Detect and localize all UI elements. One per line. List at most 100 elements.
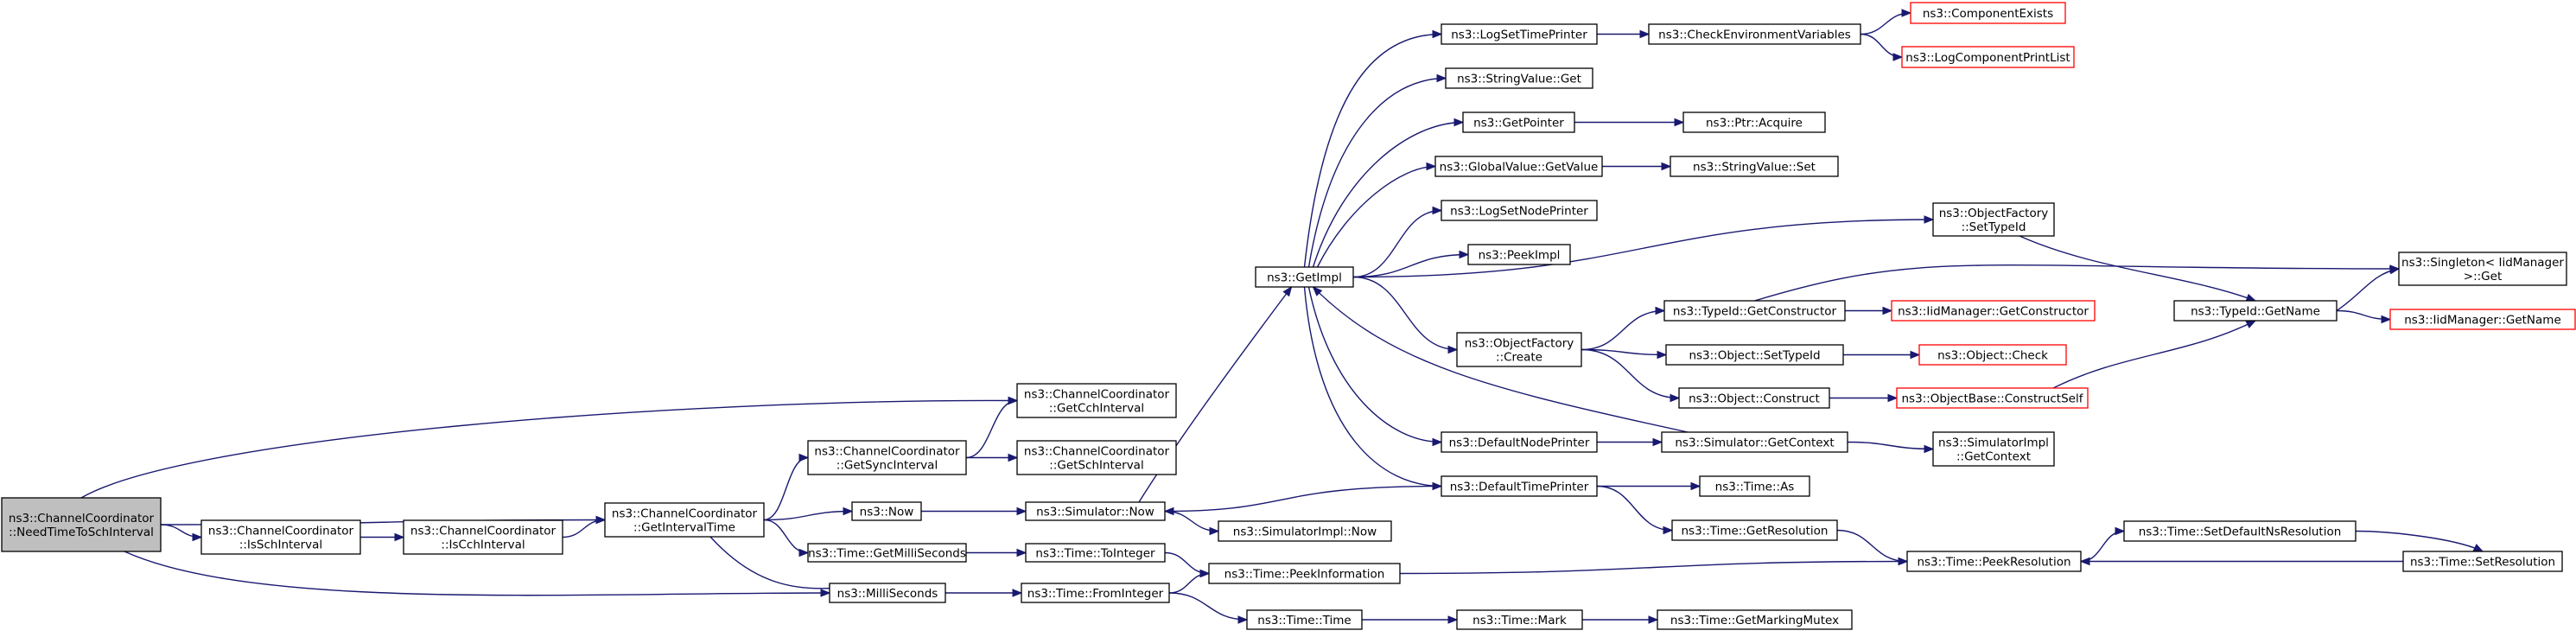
node-label: ::GetSyncInterval	[836, 459, 938, 473]
function-node-logCompPrint[interactable]: ns3::LogComponentPrintList	[1901, 46, 2075, 68]
call-edge-objSetTid-to-objCheck	[1843, 350, 1921, 360]
call-edge-objConstruct-to-obConstructSelf	[1829, 393, 1899, 403]
function-node-logSetTime[interactable]: ns3::LogSetTimePrinter	[1441, 23, 1598, 45]
call-edge-getInterval-to-getSync	[763, 453, 810, 521]
edge-line	[1581, 348, 1680, 399]
function-node-getCch[interactable]: ns3::ChannelCoordinator::GetCchInterval	[1016, 383, 1177, 418]
node-label: ns3::Time::GetMarkingMutex	[1670, 614, 1839, 627]
edge-line	[1307, 77, 1447, 268]
function-node-getMarkMutex[interactable]: ns3::Time::GetMarkingMutex	[1657, 609, 1853, 630]
function-node-logSetNode[interactable]: ns3::LogSetNodePrinter	[1441, 200, 1598, 221]
node-box	[1441, 431, 1598, 453]
node-label: ns3::ChannelCoordinator	[410, 525, 557, 538]
function-node-milliSec[interactable]: ns3::MilliSeconds	[829, 583, 946, 603]
arrowhead	[820, 589, 831, 597]
function-node-tidGetName[interactable]: ns3::TypeId::GetName	[2173, 300, 2337, 322]
arrowhead	[1426, 162, 1437, 171]
node-label: ::Create	[1496, 351, 1542, 365]
function-node-defTimePrinter[interactable]: ns3::DefaultTimePrinter	[1441, 475, 1598, 497]
function-node-getMilli[interactable]: ns3::Time::GetMilliSeconds	[807, 543, 967, 563]
edge-line	[1352, 209, 1442, 278]
node-box	[1246, 609, 1363, 630]
function-node-defNodePrinter[interactable]: ns3::DefaultNodePrinter	[1441, 431, 1598, 453]
call-edge-fromInteger-to-peekInfo	[1168, 569, 1211, 594]
node-box	[1918, 344, 2067, 366]
arrowhead	[1436, 73, 1447, 83]
function-node-getImpl[interactable]: ns3::GetImpl	[1255, 266, 1354, 288]
function-node-timeMark[interactable]: ns3::Time::Mark	[1456, 609, 1583, 630]
node-box	[1, 497, 162, 552]
edge-line	[2080, 530, 2125, 563]
node-label: ns3::Singleton< IidManager	[2401, 256, 2564, 270]
node-label: ns3::Time::PeekResolution	[1917, 556, 2070, 570]
function-node-timeGetRes[interactable]: ns3::Time::GetResolution	[1671, 519, 1838, 541]
node-label: ns3::ChannelCoordinator	[612, 507, 758, 521]
edge-line	[1316, 165, 1436, 268]
arrowhead	[1882, 306, 1893, 315]
function-node-strValGet[interactable]: ns3::StringValue::Get	[1445, 67, 1593, 89]
function-node-compExists[interactable]: ns3::ComponentExists	[1910, 2, 2066, 24]
edge-line	[1352, 253, 1469, 278]
function-node-ptrAcquire[interactable]: ns3::Ptr::Acquire	[1682, 111, 1826, 133]
function-node-objCheck[interactable]: ns3::Object::Check	[1918, 344, 2067, 366]
function-node-isCch[interactable]: ns3::ChannelCoordinator::IsCchInterval	[403, 519, 563, 555]
arrowhead	[1282, 285, 1293, 297]
node-box	[1648, 23, 1861, 45]
function-node-simImplGetCtx[interactable]: ns3::SimulatorImpl::GetContext	[1932, 431, 2055, 467]
function-node-fromInteger[interactable]: ns3::Time::FromInteger	[1021, 583, 1170, 603]
function-node-getSync[interactable]: ns3::ChannelCoordinator::GetSyncInterval	[807, 440, 967, 475]
call-edge-getImpl-to-ofSetTid	[1352, 215, 1935, 278]
edge-line	[1303, 33, 1442, 268]
function-node-timeTime[interactable]: ns3::Time::Time	[1246, 609, 1363, 630]
function-node-setDefNsRes[interactable]: ns3::Time::SetDefaultNsResolution	[2123, 520, 2357, 542]
node-box	[1663, 300, 1846, 322]
arrowhead	[1652, 437, 1663, 447]
function-node-getSchI[interactable]: ns3::ChannelCoordinator::GetSchInterval	[1016, 440, 1177, 475]
function-node-simNow[interactable]: ns3::Simulator::Now	[1025, 501, 1166, 521]
call-edge-peekRes-to-setDefNsRes	[2080, 526, 2126, 563]
function-node-needTime[interactable]: ns3::ChannelCoordinator::NeedTimeToSchIn…	[1, 497, 162, 552]
function-node-simImplNow[interactable]: ns3::SimulatorImpl::Now	[1218, 520, 1392, 542]
function-node-toInteger[interactable]: ns3::Time::ToInteger	[1025, 543, 1166, 563]
node-box	[1441, 200, 1598, 221]
function-node-now[interactable]: ns3::Now	[851, 501, 922, 521]
function-node-objSetTid[interactable]: ns3::Object::SetTypeId	[1665, 344, 1844, 366]
function-node-isSch[interactable]: ns3::ChannelCoordinator::IsSchInterval	[200, 519, 361, 555]
arrowhead	[1924, 444, 1935, 454]
function-node-globalGetVal[interactable]: ns3::GlobalValue::GetValue	[1434, 156, 1603, 177]
function-node-ofCreate[interactable]: ns3::ObjectFactory::Create	[1456, 332, 1582, 367]
function-node-simGetCtx[interactable]: ns3::Simulator::GetContext	[1661, 431, 1848, 453]
edge-line	[2019, 235, 2256, 302]
function-node-getPointer[interactable]: ns3::GetPointer	[1462, 111, 1575, 133]
call-edge-tidGetName-to-singletonGet	[2336, 266, 2401, 312]
arrowhead	[595, 515, 607, 525]
node-label: ns3::ComponentExists	[1923, 7, 2053, 21]
node-box	[1441, 475, 1598, 497]
function-node-strValSet[interactable]: ns3::StringValue::Set	[1670, 156, 1839, 177]
node-box	[851, 501, 922, 521]
node-box	[2402, 551, 2563, 572]
arrowhead	[1655, 306, 1666, 315]
function-node-ofSetTid[interactable]: ns3::ObjectFactory::SetTypeId	[1932, 202, 2055, 237]
function-node-tidGetCtor[interactable]: ns3::TypeId::GetConstructor	[1663, 300, 1846, 322]
function-node-iidGetCtor[interactable]: ns3::IidManager::GetConstructor	[1891, 300, 2096, 322]
function-node-obConstructSelf[interactable]: ns3::ObjectBase::ConstructSelf	[1896, 387, 2089, 409]
function-node-singletonGet[interactable]: ns3::Singleton< IidManager >::Get	[2398, 252, 2567, 286]
edge-line	[2052, 320, 2256, 389]
function-node-getInterval[interactable]: ns3::ChannelCoordinator::GetIntervalTime	[604, 502, 765, 538]
function-node-peekImpl[interactable]: ns3::PeekImpl	[1467, 244, 1571, 265]
call-edge-getImpl-to-globalGetVal	[1316, 162, 1437, 268]
function-node-checkEnv[interactable]: ns3::CheckEnvironmentVariables	[1648, 23, 1861, 45]
arrowhead	[1016, 548, 1027, 557]
call-edge-defTimePrinter-to-simNow	[1163, 485, 1442, 516]
arrowhead	[1432, 206, 1443, 215]
function-node-objConstruct[interactable]: ns3::Object::Construct	[1678, 387, 1830, 409]
function-node-timeAs[interactable]: ns3::Time::As	[1699, 475, 1810, 497]
function-node-peekRes[interactable]: ns3::Time::PeekResolution	[1906, 551, 2082, 572]
arrowhead	[2472, 544, 2484, 552]
function-node-peekInfo[interactable]: ns3::Time::PeekInformation	[1208, 563, 1401, 584]
function-node-timeSetRes[interactable]: ns3::Time::SetResolution	[2402, 551, 2563, 572]
node-label: ns3::SimulatorImpl	[1938, 436, 2049, 450]
function-node-iidGetName[interactable]: ns3::IidManager::GetName	[2389, 309, 2576, 330]
